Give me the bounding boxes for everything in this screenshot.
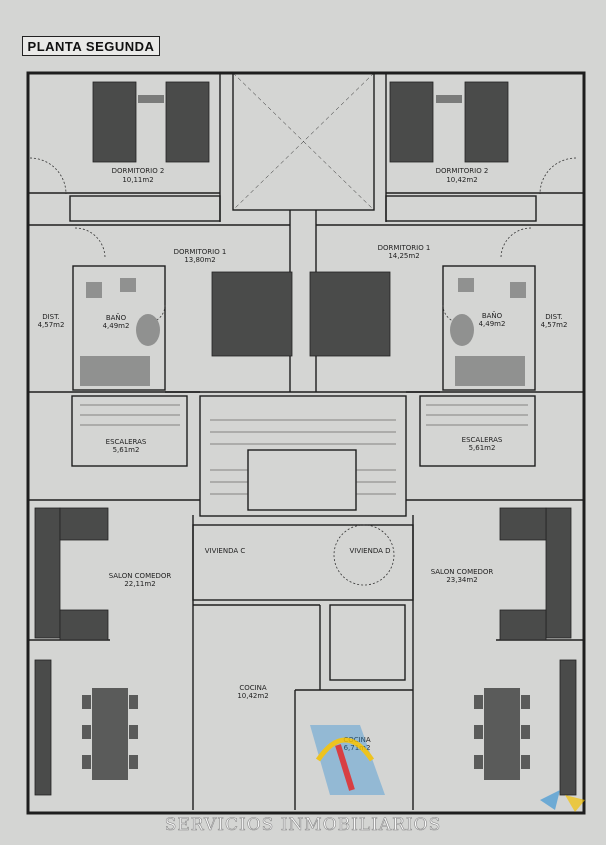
cocina-left-area: 10,42m2 <box>237 692 268 700</box>
dist-right-name: DIST. <box>545 313 563 321</box>
salon-left-name: SALON COMEDOR <box>109 572 172 580</box>
dist-left-name: DIST. <box>42 313 60 321</box>
dining-sets <box>82 688 530 780</box>
dorm1-right-area: 14,25m2 <box>388 252 419 260</box>
cocina-left-name: COCINA <box>239 684 267 692</box>
stair-treads <box>80 404 528 495</box>
viv-d-name: VIVIENDA D <box>349 547 390 555</box>
interior-walls <box>28 72 584 810</box>
bano-left-area: 4,49m2 <box>103 322 130 330</box>
dorm1-left-area: 13,80m2 <box>184 256 215 264</box>
watermark-text: SERVICIOS INMOBILIARIOS <box>164 815 442 836</box>
dorm2-left-name: DORMITORIO 2 <box>112 167 165 175</box>
esc-right-name: ESCALERAS <box>462 436 503 444</box>
room-labels: DORMITORIO 2 10,11m2 DORMITORIO 2 10,42m… <box>38 167 568 752</box>
esc-right-area: 5,61m2 <box>469 444 496 452</box>
plan-title: PLANTA SEGUNDA <box>22 36 160 56</box>
salon-right-area: 23,34m2 <box>446 576 477 584</box>
salon-left-area: 22,11m2 <box>124 580 155 588</box>
bano-right-area: 4,49m2 <box>479 320 506 328</box>
cocina-right-name: COCINA <box>343 736 371 744</box>
dorm2-right-name: DORMITORIO 2 <box>436 167 489 175</box>
dorm2-left-area: 10,11m2 <box>122 176 153 184</box>
bath-fixtures <box>80 278 526 386</box>
dist-right-area: 4,57m2 <box>541 321 568 329</box>
dorm2-right-area: 10,42m2 <box>446 176 477 184</box>
esc-left-name: ESCALERAS <box>106 438 147 446</box>
dist-left-area: 4,57m2 <box>38 321 65 329</box>
cocina-right-area: 6,71m2 <box>344 744 371 752</box>
viv-c-name: VIVIENDA C <box>205 547 246 555</box>
dorm1-right-name: DORMITORIO 1 <box>378 244 431 252</box>
esc-left-area: 5,61m2 <box>113 446 140 454</box>
living-furniture <box>34 507 577 796</box>
agency-logo <box>310 725 585 812</box>
bano-left-name: BAÑO <box>106 313 127 322</box>
salon-right-name: SALON COMEDOR <box>431 568 494 576</box>
dorm1-left-name: DORMITORIO 1 <box>174 248 227 256</box>
beds <box>92 81 509 357</box>
bano-right-name: BAÑO <box>482 311 503 320</box>
nightstands <box>138 95 462 103</box>
